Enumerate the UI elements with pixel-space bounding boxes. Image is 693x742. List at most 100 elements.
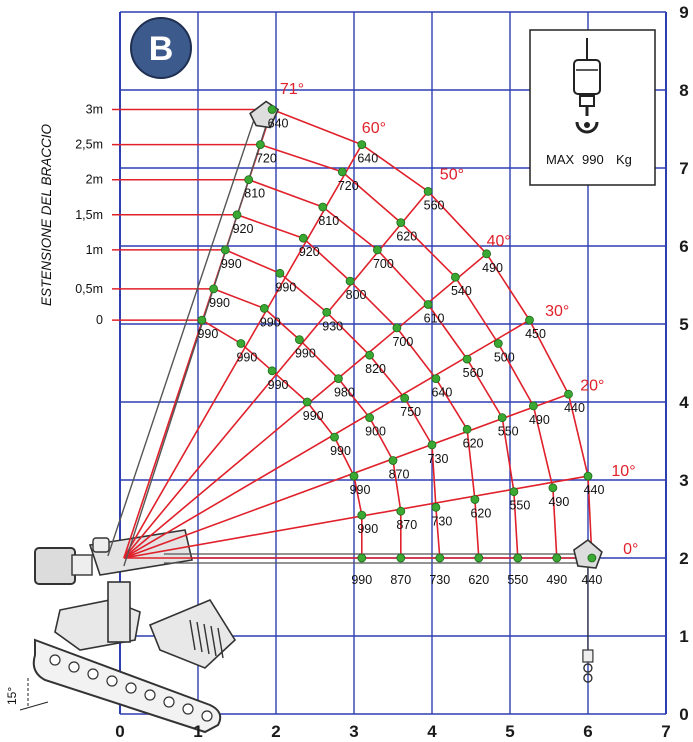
load-point bbox=[552, 553, 562, 563]
load-point bbox=[275, 268, 285, 278]
track-wheel bbox=[87, 668, 99, 680]
x-tick-label: 5 bbox=[505, 722, 514, 741]
load-label: 810 bbox=[318, 214, 339, 228]
y-tick-label: 6 bbox=[679, 237, 688, 256]
load-point bbox=[462, 354, 472, 364]
load-label: 550 bbox=[509, 499, 530, 513]
load-label: 820 bbox=[365, 362, 386, 376]
crane-machine bbox=[32, 529, 237, 734]
hook-icon-small bbox=[583, 673, 593, 683]
y-tick-label: 7 bbox=[679, 159, 688, 178]
load-label: 990 bbox=[221, 257, 242, 271]
load-point bbox=[259, 303, 269, 313]
y-tick-label: 4 bbox=[679, 393, 689, 412]
load-point bbox=[435, 553, 445, 563]
load-label: 990 bbox=[351, 573, 372, 587]
load-point bbox=[330, 432, 339, 442]
track-wheel bbox=[201, 710, 213, 722]
load-label: 730 bbox=[428, 452, 449, 466]
load-point bbox=[337, 167, 347, 177]
load-point bbox=[345, 276, 355, 286]
track-wheel bbox=[144, 689, 156, 701]
load-point bbox=[294, 335, 304, 345]
load-point bbox=[365, 350, 375, 360]
load-label: 990 bbox=[350, 483, 371, 497]
load-label: 440 bbox=[564, 401, 585, 415]
load-point bbox=[244, 175, 254, 185]
boom bbox=[107, 100, 603, 683]
angle-label: 50° bbox=[440, 167, 464, 184]
extension-curve bbox=[236, 214, 480, 559]
hook-box-frame bbox=[529, 29, 656, 186]
hook-unit: Kg bbox=[616, 152, 632, 167]
x-tick-label: 0 bbox=[115, 722, 124, 741]
track-wheel bbox=[68, 661, 80, 673]
y-tick-label: 9 bbox=[679, 3, 688, 22]
x-tick-label: 6 bbox=[583, 722, 592, 741]
track-wheel bbox=[163, 696, 175, 708]
load-point bbox=[267, 366, 277, 376]
load-point bbox=[462, 424, 472, 434]
badge: B bbox=[130, 17, 192, 79]
winch bbox=[71, 554, 93, 576]
load-label: 930 bbox=[322, 319, 343, 333]
angle-label: 60° bbox=[362, 120, 386, 137]
load-label: 990 bbox=[197, 327, 218, 341]
engine-grille bbox=[189, 619, 196, 651]
load-point bbox=[431, 374, 441, 384]
engine-grille bbox=[196, 621, 203, 653]
load-point bbox=[236, 339, 246, 348]
extension-label: 1,5m bbox=[75, 208, 103, 222]
load-label: 720 bbox=[338, 179, 359, 193]
extension-curve bbox=[271, 108, 593, 559]
load-label: 610 bbox=[424, 312, 445, 326]
boom-edge bbox=[107, 113, 257, 557]
load-label: 640 bbox=[431, 386, 452, 400]
y-tick-label: 2 bbox=[679, 549, 688, 568]
track-wheel bbox=[125, 682, 137, 694]
load-point bbox=[232, 210, 242, 220]
load-point bbox=[396, 218, 406, 228]
load-point bbox=[267, 105, 277, 114]
engine-grille bbox=[210, 625, 217, 657]
load-label: 990 bbox=[260, 315, 281, 329]
extension-curve bbox=[260, 143, 558, 559]
extension-curve bbox=[201, 319, 363, 558]
load-label: 720 bbox=[256, 152, 277, 166]
load-label: 490 bbox=[482, 261, 503, 275]
load-point bbox=[357, 140, 367, 150]
load-label: 490 bbox=[546, 573, 567, 587]
load-label: 980 bbox=[334, 386, 355, 400]
load-point bbox=[513, 553, 523, 563]
load-label: 870 bbox=[389, 468, 410, 482]
hook-capacity-box: MAX 990 Kg bbox=[529, 29, 656, 186]
load-point bbox=[220, 245, 230, 255]
load-label: 730 bbox=[431, 514, 452, 528]
track-wheel bbox=[182, 703, 194, 715]
hook-max-value: 990 bbox=[582, 152, 604, 167]
y-tick-label: 1 bbox=[679, 627, 688, 646]
load-point bbox=[388, 456, 398, 465]
load-label: 810 bbox=[244, 187, 265, 201]
hook-icon-small bbox=[583, 663, 593, 673]
load-point bbox=[396, 553, 406, 563]
load-label: 450 bbox=[525, 327, 546, 341]
load-label: 620 bbox=[463, 436, 484, 450]
x-tick-label: 4 bbox=[427, 722, 437, 741]
load-label: 490 bbox=[529, 413, 550, 427]
load-label: 990 bbox=[268, 378, 289, 392]
angle-ray bbox=[123, 393, 569, 559]
load-label: 990 bbox=[209, 296, 230, 310]
x-tick-label: 1 bbox=[193, 722, 202, 741]
load-point bbox=[333, 374, 343, 384]
angle-label: 30° bbox=[545, 303, 569, 320]
load-point bbox=[482, 249, 492, 259]
load-point bbox=[587, 553, 597, 563]
load-label: 440 bbox=[581, 573, 602, 587]
load-point bbox=[450, 272, 460, 282]
load-point bbox=[298, 233, 308, 243]
load-point bbox=[497, 413, 507, 423]
load-point bbox=[431, 502, 441, 512]
